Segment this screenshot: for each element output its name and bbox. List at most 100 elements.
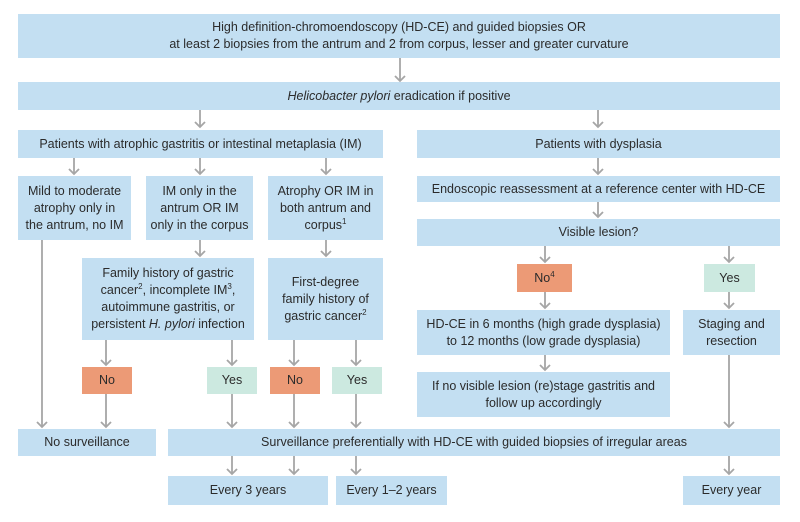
mild-line1: Mild to moderate <box>27 183 122 198</box>
arrowhead <box>226 359 238 367</box>
arrowhead <box>226 421 238 429</box>
no-lesion-text: No <box>534 270 551 285</box>
initial-exam-box: High definition-chromoendoscopy (HD-CE) … <box>18 14 780 58</box>
family-line2b: , incomplete IM <box>142 283 228 297</box>
every-1-2-years-box: Every 1–2 years <box>336 476 447 505</box>
yes-decision-family: Yes <box>207 367 257 394</box>
mild-atrophy-box: Mild to moderate atrophy only in the ant… <box>18 176 131 240</box>
endoscopic-reassessment-box: Endoscopic reassessment at a reference c… <box>417 176 780 202</box>
surveillance-box: Surveillance preferentially with HD-CE w… <box>168 429 780 456</box>
family-line1: Family history of gastric <box>102 266 234 280</box>
first-degree-box: First-degree family history of gastric c… <box>268 258 383 340</box>
hp-rest: eradication if positive <box>390 88 511 103</box>
im-only-line2: antrum OR IM <box>160 200 239 215</box>
hdce-line1: HD-CE in 6 months (high grade dysplasia) <box>426 316 661 331</box>
yes-decision-text: Yes <box>221 373 243 387</box>
visible-lesion-text: Visible lesion? <box>558 225 639 239</box>
yes-decision-first-degree: Yes <box>332 367 382 394</box>
arrowhead <box>394 75 406 83</box>
arrowhead <box>320 168 332 176</box>
yes-lesion-decision: Yes <box>704 264 755 292</box>
arrowhead <box>36 421 48 429</box>
hp-italic: Helicobacter pylori <box>287 88 391 103</box>
visible-lesion-box: Visible lesion? <box>417 219 780 246</box>
footnote-marker: 2 <box>138 281 143 291</box>
no-surveillance-box: No surveillance <box>18 429 156 456</box>
hdce-followup-box: HD-CE in 6 months (high grade dysplasia)… <box>417 310 670 355</box>
family-line2c: , <box>231 283 236 297</box>
footnote-marker: 1 <box>342 216 347 226</box>
arrowhead <box>288 359 300 367</box>
mild-line3: the antrum, no IM <box>25 217 124 232</box>
restage-gastritis-box: If no visible lesion (re)stage gastritis… <box>417 372 670 417</box>
footnote-marker: 2 <box>362 307 367 317</box>
arrowhead <box>320 250 332 258</box>
arrowhead <box>350 421 362 429</box>
staging-line1: Staging and <box>698 316 765 331</box>
no-decision-first-degree: No <box>270 367 320 394</box>
every-1-2-years-text: Every 1–2 years <box>346 483 437 497</box>
staging-line2: resection <box>706 333 757 348</box>
arrowhead <box>350 468 362 476</box>
restage-line1: If no visible lesion (re)stage gastritis… <box>431 378 656 393</box>
arrowhead <box>194 168 206 176</box>
every-year-text: Every year <box>701 483 762 497</box>
im-only-line1: IM only in the <box>162 183 237 198</box>
surveillance-text: Surveillance preferentially with HD-CE w… <box>261 435 687 449</box>
arrowhead <box>194 121 206 129</box>
staging-resection-box: Staging and resection <box>683 310 780 355</box>
yes-lesion-text: Yes <box>719 270 740 285</box>
arrowhead <box>723 256 735 264</box>
initial-exam-line2: at least 2 biopsies from the antrum and … <box>169 37 629 51</box>
arrowhead <box>539 364 551 372</box>
every-3-years-box: Every 3 years <box>168 476 328 505</box>
mild-line2: atrophy only in <box>33 200 116 215</box>
atrophic-gastritis-text: Patients with atrophic gastritis or inte… <box>39 136 362 151</box>
atrophy-both-line3: corpus <box>304 217 343 232</box>
arrowhead <box>68 168 80 176</box>
no-decision-text: No <box>99 373 115 387</box>
family-line3: autoimmune gastritis, or <box>101 300 235 314</box>
arrowhead <box>350 359 362 367</box>
arrowhead <box>194 250 206 258</box>
arrowhead <box>723 468 735 476</box>
no-decision-text: No <box>287 373 303 387</box>
dysplasia-box: Patients with dysplasia <box>417 130 780 158</box>
atrophic-gastritis-box: Patients with atrophic gastritis or inte… <box>18 130 383 158</box>
arrowhead <box>592 168 604 176</box>
hdce-line2: to 12 months (low grade dysplasia) <box>446 333 641 348</box>
arrowhead <box>723 421 735 429</box>
no-surveillance-text: No surveillance <box>44 435 130 449</box>
first-degree-line3: gastric cancer <box>284 308 363 323</box>
arrowhead <box>592 211 604 219</box>
arrowhead <box>723 302 735 310</box>
footnote-marker: 3 <box>227 281 232 291</box>
first-degree-line2: family history of <box>282 291 369 306</box>
no-decision-family: No <box>82 367 132 394</box>
endoscopic-text: Endoscopic reassessment at a reference c… <box>431 181 766 196</box>
im-only-line3: only in the corpus <box>150 217 249 232</box>
arrowhead <box>226 468 238 476</box>
first-degree-line1: First-degree <box>291 274 360 289</box>
arrowhead <box>288 468 300 476</box>
yes-decision-text: Yes <box>346 373 368 387</box>
every-3-years-text: Every 3 years <box>209 483 287 497</box>
arrowhead <box>592 121 604 129</box>
restage-line2: follow up accordingly <box>485 395 602 410</box>
hp-eradication-box: Helicobacter pylori eradication if posit… <box>18 82 780 110</box>
arrowhead <box>539 302 551 310</box>
arrowhead <box>100 359 112 367</box>
atrophy-both-box: Atrophy OR IM in both antrum and corpus1 <box>268 176 383 240</box>
no-lesion-decision: No4 <box>517 264 572 292</box>
initial-exam-line1: High definition-chromoendoscopy (HD-CE) … <box>212 20 586 34</box>
footnote-marker: 4 <box>550 269 555 279</box>
arrowhead <box>539 256 551 264</box>
arrowhead <box>288 421 300 429</box>
every-year-box: Every year <box>683 476 780 505</box>
atrophy-both-line2: both antrum and <box>279 200 372 215</box>
im-only-box: IM only in the antrum OR IM only in the … <box>146 176 253 240</box>
family-line4b: H. pylori <box>148 317 195 331</box>
family-line4c: infection <box>194 317 245 331</box>
